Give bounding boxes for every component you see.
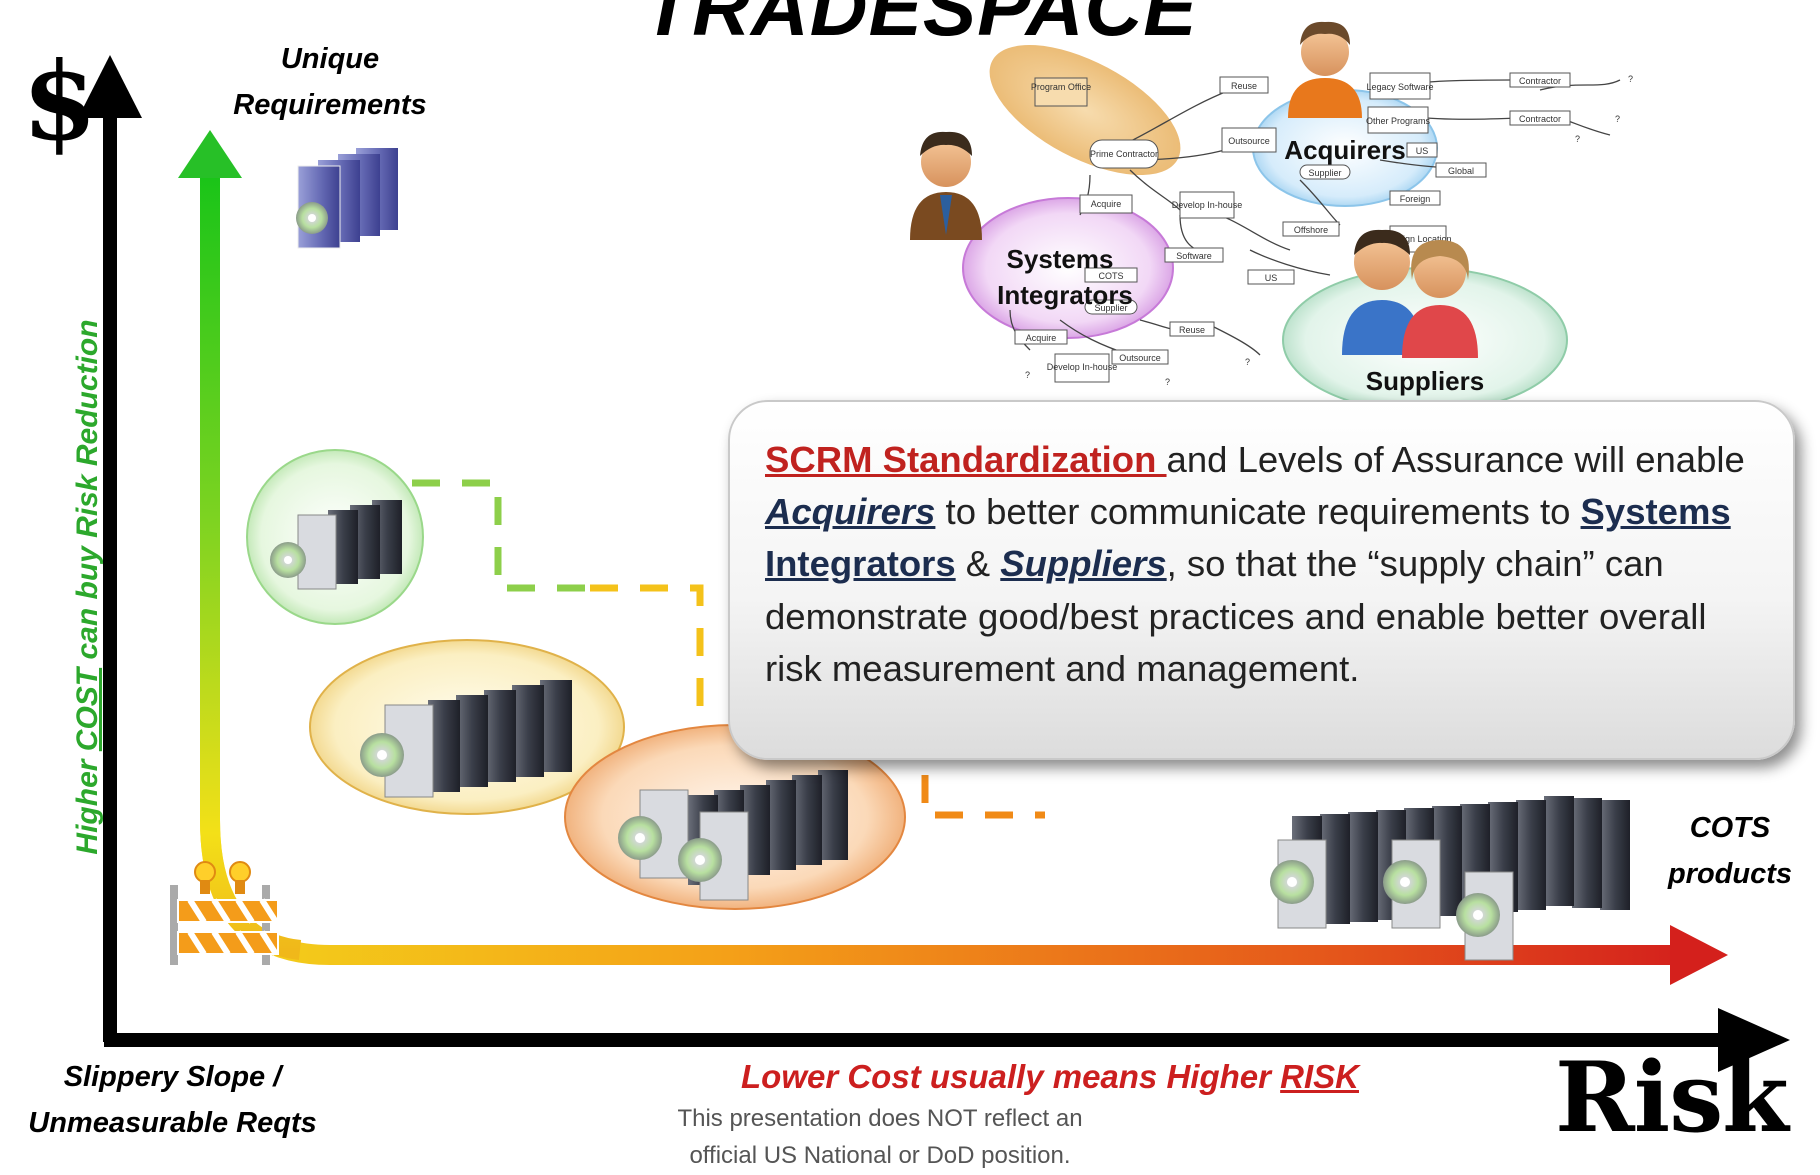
network-label-develop-top: Develop In-house [1172,200,1243,210]
network-label-foreign-location: Foreign Location [1384,234,1451,244]
network-label-acquire-top: Acquire [1091,199,1122,209]
dollar-symbol: $ [22,39,98,165]
disclaimer: This presentation does NOT reflect an of… [620,1100,1140,1174]
server-cluster-yellow [360,680,572,798]
callout-integrators: Systems Integrators [765,491,1731,585]
connector-orange [921,775,1045,819]
network-label-q3: ? [1575,134,1580,144]
callout-text-4: , so that the “supply chain” can demonst… [765,543,1788,689]
x-label-key: RISK [1280,1058,1359,1095]
supplier-male-person-icon [1342,229,1422,355]
acquirers-label: Acquirers [1284,135,1406,165]
network-label-supplier-top: Supplier [1308,168,1341,178]
callout-suppliers: Suppliers [1000,543,1167,585]
cots-products-label: COTS products [1640,805,1820,898]
x-label-pre: Lower Cost usually means Higher [741,1058,1281,1095]
network-label-q6: ? [1245,357,1250,367]
cots-line2: products [1667,858,1793,891]
disclaimer-line1: This presentation does NOT reflect an [677,1105,1083,1132]
callout-text-3: & [955,543,1001,585]
slope-line1: Slippery Slope / [63,1061,282,1093]
callout-text-2: to better communicate requirements to [935,491,1581,533]
callout-text: SCRM Standardization and Levels of Assur… [765,434,1765,695]
slide-title: TRADESPACE [642,0,1198,52]
y-label-key: COST [71,667,104,752]
server-cluster-orange [618,770,848,901]
network-label-legacy: Legacy Software [1366,82,1433,92]
network-label-offshore: Offshore [1294,225,1328,235]
connector-green [412,479,590,592]
integrator-person-icon [910,131,982,240]
integrators-line1: Systems [1006,244,1114,274]
network-label-reuse-bottom: Reuse [1179,325,1205,335]
road-barrier-icon [170,861,279,965]
acquirer-person-icon [1288,21,1362,118]
network-label-q1: ? [1628,74,1633,84]
network-label-contractor-1: Contractor [1519,76,1561,86]
unique-line2: Requirements [233,89,427,122]
network-label-acquire-bottom: Acquire [1026,333,1057,343]
unique-requirements-label: Unique Requirements [200,36,460,129]
network-label-software: Software [1176,251,1212,261]
integrators-line2: Integrators [997,280,1133,310]
scrm-callout-box: SCRM Standardization and Levels of Assur… [728,400,1795,760]
network-label-q5: ? [1165,377,1170,387]
risk-arrowhead [1670,925,1728,985]
network-label-prime-contractor: Prime Contractor [1090,149,1158,159]
x-axis-arrowhead [1718,1008,1790,1072]
risk-symbol: Risk [1555,1041,1789,1154]
network-label-reuse: Reuse [1231,81,1257,91]
y-label-pre: Higher [71,751,104,855]
y-axis-arrowhead [78,55,142,118]
disclaimer-line2: official US National or DoD position. [689,1142,1071,1170]
network-label-q4: ? [1025,370,1030,380]
network-label-outsource-top: Outsource [1228,136,1270,146]
network-label-q2: ? [1615,114,1620,124]
y-label-post: can buy Risk Reduction [71,319,104,668]
y-axis-label: Higher COST can buy Risk Reduction [71,287,105,887]
suppliers-label: Suppliers [1365,366,1485,396]
supplier-female-person-icon [1402,240,1478,358]
network-label-foreign: Foreign [1400,194,1431,204]
connector-yellow [590,584,704,720]
network-label-outsource-bottom: Outsource [1119,353,1161,363]
network-label-global: Global [1448,166,1474,176]
network-label-develop-bottom: Develop In-house [1047,362,1118,372]
x-axis-label: Lower Cost usually means Higher RISK [690,1058,1410,1096]
network-label-supplier-bottom: Supplier [1094,303,1127,313]
slope-line2: Unmeasurable Reqts [28,1107,317,1140]
server-cluster-unique [296,148,398,249]
callout-acquirers: Acquirers [765,491,936,533]
network-label-program-office: Program Office [1031,82,1091,92]
cost-arrowhead [178,130,242,178]
unique-line1: Unique [280,43,380,75]
network-label-contractor-2: Contractor [1519,114,1561,124]
slippery-slope-label: Slippery Slope / Unmeasurable Reqts [0,1054,345,1147]
network-label-other-programs: Other Programs [1366,116,1431,126]
server-cluster-cots [1270,796,1630,961]
callout-text-1: and Levels of Assurance will enable [1166,439,1745,480]
supply-chain-network: Program Office Prime Contractor Reuse Le… [962,44,1640,413]
network-label-cots: COTS [1098,271,1123,281]
callout-highlight: SCRM Standardization [765,439,1167,480]
server-cluster-green [270,500,402,590]
cots-line1: COTS [1689,812,1771,844]
network-label-us-mid: US [1265,273,1278,283]
network-label-us-top: US [1416,146,1429,156]
